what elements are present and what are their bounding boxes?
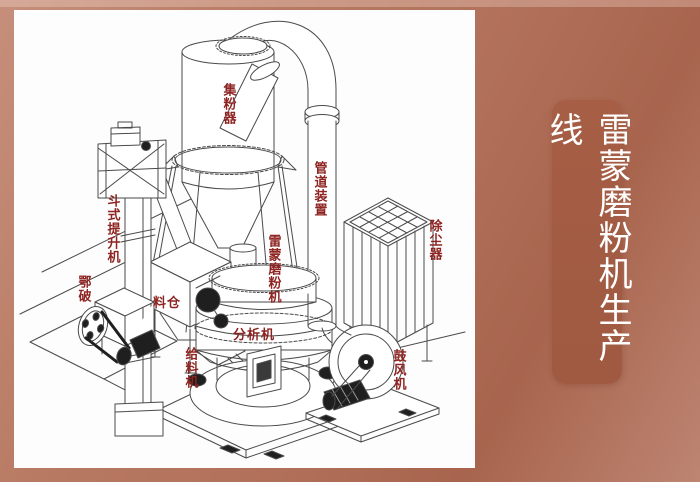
label-bucket-elevator: 斗式提升机 — [105, 194, 121, 264]
label-collector: 集粉器 — [221, 83, 237, 125]
label-blower: 鼓风机 — [391, 349, 407, 391]
label-dust-collector: 除尘器 — [427, 219, 443, 261]
production-line-drawing — [19, 20, 466, 460]
blower-drawing — [305, 293, 440, 443]
label-silo: 料仓 — [153, 295, 182, 310]
label-feeder: 给料机 — [183, 347, 199, 389]
raymond-mill-drawing — [187, 263, 338, 460]
cyclone-collector-drawing — [139, 36, 307, 333]
jaw-crusher-drawing — [77, 287, 161, 366]
label-pipe-device: 管道装置 — [312, 161, 328, 217]
banner-title-text: 雷蒙磨粉机生产线 — [544, 112, 630, 364]
title-banner: 雷蒙磨粉机生产线 — [544, 100, 630, 384]
label-jaw-crusher: 鄂破 — [76, 275, 92, 303]
bucket-elevator-drawing — [97, 121, 167, 437]
label-raymond-mill: 雷蒙磨粉机 — [266, 234, 282, 304]
diagram-panel: 集粉器 管道装置 斗式提升机 鄂破 料仓 给料机 分析机 雷蒙磨粉机 除尘器 鼓… — [14, 10, 475, 468]
label-analyzer: 分析机 — [233, 327, 276, 342]
